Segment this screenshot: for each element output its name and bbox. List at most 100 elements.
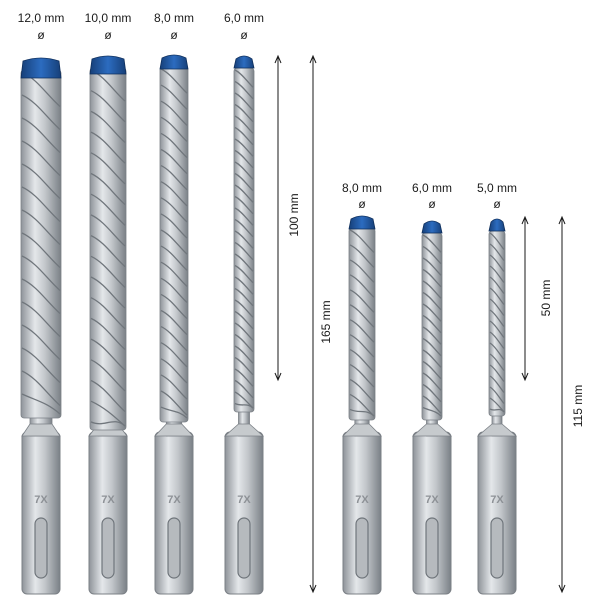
flute-groove — [422, 349, 442, 368]
flute-groove — [90, 214, 126, 247]
long-bit-4-diameter: 6,0 mm — [224, 11, 264, 25]
shank-marking: 7X — [34, 494, 48, 506]
flute-groove — [21, 94, 61, 130]
shank-slot — [490, 517, 504, 579]
short-bit-2-symbol: ø — [428, 197, 436, 211]
flute-groove — [422, 314, 442, 334]
flute-groove — [234, 253, 254, 272]
flute-groove — [234, 287, 254, 307]
flute-groove — [90, 297, 126, 330]
flute-groove — [21, 301, 61, 337]
flute-groove — [234, 322, 254, 341]
flute-groove — [160, 309, 188, 336]
short-bit-1-diameter: 8,0 mm — [342, 181, 382, 195]
flute-groove — [90, 172, 126, 206]
flute-groove — [489, 342, 505, 360]
long-bit-3-symbol: ø — [170, 28, 178, 42]
flute-groove — [160, 148, 188, 175]
flute-groove — [90, 110, 126, 143]
flute-groove — [422, 360, 442, 380]
flute-groove — [234, 184, 254, 203]
flute-groove — [349, 378, 375, 403]
flute-groove — [21, 163, 61, 199]
flute-groove — [160, 197, 188, 223]
flute-groove — [90, 255, 126, 288]
long-bit-2-diameter: 10,0 mm — [85, 11, 132, 25]
flute-groove — [349, 334, 375, 358]
flute-groove — [234, 379, 254, 399]
flute-groove — [489, 309, 505, 327]
flute-groove — [90, 338, 126, 371]
flute-groove — [349, 289, 375, 313]
shank-slot — [237, 517, 251, 579]
flute-groove — [234, 172, 254, 192]
flute-groove — [349, 229, 375, 253]
flute-groove — [422, 326, 442, 345]
drill-bit-long-2: 7X — [88, 55, 128, 595]
flute-groove — [422, 280, 442, 299]
flute-groove — [21, 347, 61, 383]
flute-groove — [234, 368, 254, 387]
shank-marking: 7X — [425, 494, 439, 506]
long-working-length-arrow — [274, 54, 282, 382]
flute-groove — [349, 304, 375, 328]
flute-groove — [21, 209, 61, 245]
carbide-tip — [488, 218, 506, 232]
flute-groove — [160, 68, 188, 94]
flute-groove — [489, 386, 505, 404]
flute-groove — [234, 264, 254, 284]
drill-bit-short-1: 7X — [342, 215, 382, 595]
flute-groove — [90, 276, 126, 309]
long-bit-1-diameter: 12,0 mm — [18, 11, 65, 25]
short-bit-1-symbol: ø — [358, 197, 366, 211]
flute-groove — [90, 379, 126, 413]
flute-groove — [234, 69, 254, 88]
flute-groove — [422, 395, 442, 414]
flute-groove — [349, 349, 375, 373]
flute-groove — [21, 186, 61, 222]
flute-groove — [234, 333, 254, 353]
long-bit-1-symbol: ø — [37, 28, 45, 42]
flute-groove — [160, 229, 188, 255]
shank-shoulder — [154, 423, 194, 437]
flute-groove — [422, 268, 442, 288]
short-working-length-arrow — [521, 215, 529, 382]
flute-groove — [489, 320, 505, 338]
flute-groove — [234, 402, 254, 409]
flute-groove — [349, 319, 375, 343]
flute-groove — [422, 383, 442, 403]
flute-groove — [160, 293, 188, 320]
flute-groove — [349, 363, 375, 388]
shank-slot — [167, 517, 181, 579]
flute-groove — [489, 298, 505, 316]
flute-body — [20, 69, 62, 419]
flute-groove — [234, 356, 254, 376]
flute-groove — [234, 276, 254, 295]
flute-groove — [234, 310, 254, 330]
flute-groove — [349, 408, 375, 417]
shank-shoulder — [411, 423, 453, 437]
flute-groove — [422, 303, 442, 322]
long-bit-3-diameter: 8,0 mm — [154, 11, 194, 25]
flute-groove — [160, 261, 188, 287]
flute-groove — [489, 331, 505, 349]
shank-slot — [355, 517, 369, 579]
flute-groove — [90, 90, 126, 123]
flute-groove — [234, 115, 254, 134]
flute-groove — [234, 241, 254, 261]
flute-groove — [489, 364, 505, 382]
flute-groove — [90, 359, 126, 392]
flute-groove — [234, 103, 254, 123]
short-bit-3-symbol: ø — [493, 197, 501, 211]
shank-marking: 7X — [237, 494, 251, 506]
flute-groove — [234, 230, 254, 249]
long-total-length-arrow — [309, 54, 317, 594]
shank-marking: 7X — [167, 494, 181, 506]
flute-groove — [234, 138, 254, 157]
carbide-tip — [20, 57, 62, 79]
flute-groove — [349, 244, 375, 268]
drill-bit-long-1: 7X — [20, 57, 62, 595]
flute-groove — [422, 406, 442, 417]
short-working-length-label: 50 mm — [539, 280, 553, 317]
